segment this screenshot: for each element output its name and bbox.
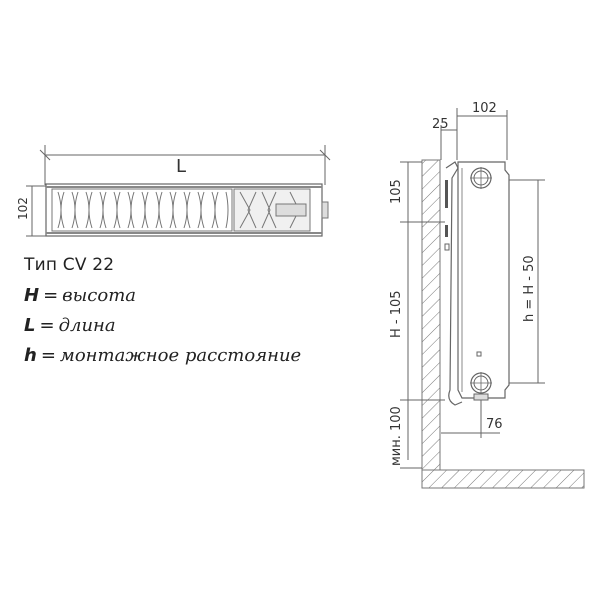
length-label: L	[176, 156, 186, 177]
legend: Тип CV 22 H=высота L=длина h=монтажное р…	[24, 255, 301, 371]
wall-gap-label: 25	[432, 117, 449, 132]
width-label: 102	[472, 101, 497, 116]
bottom-connection-label: 76	[486, 417, 503, 432]
legend-item-mounting-distance: h=монтажное расстояние	[24, 345, 302, 366]
depth-label: 102	[16, 197, 30, 220]
side-view: 25 102 105 H - 105 мин. 100 h = H - 50 7…	[389, 101, 585, 489]
height-minus-label: H - 105	[389, 290, 404, 338]
top-offset-label: 105	[389, 179, 404, 204]
min-floor-label: мин. 100	[389, 406, 404, 466]
top-view: L 102	[16, 145, 331, 237]
mounting-distance-label: h = H - 50	[522, 255, 537, 322]
legend-item-height: H=высота	[24, 285, 137, 306]
legend-item-length: L=длина	[24, 315, 116, 336]
radiator-type-title: Тип CV 22	[24, 255, 115, 275]
